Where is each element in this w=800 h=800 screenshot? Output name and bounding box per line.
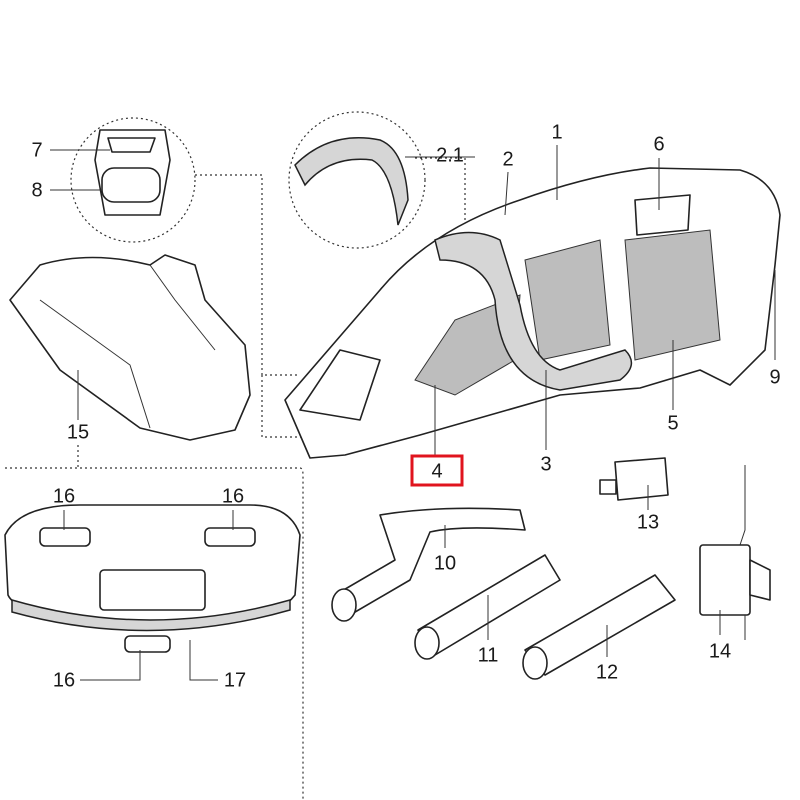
highlight-box [410, 454, 464, 487]
label-part-16: 16 [222, 485, 244, 507]
part-12-tube [522, 574, 676, 680]
label-part-2: 2 [502, 148, 513, 170]
label-part-15: 15 [67, 421, 89, 443]
part-15-nozzle [9, 254, 251, 441]
label-part-12: 12 [596, 661, 618, 683]
label-part-6: 6 [653, 133, 664, 155]
label-part-13: 13 [637, 511, 659, 533]
label-part-14: 14 [709, 640, 731, 662]
part-14-charger [699, 465, 771, 640]
label-part-16: 16 [53, 669, 75, 691]
vacuum-body [284, 167, 781, 459]
connector-lines [5, 157, 466, 800]
label-part-4: 4 [431, 460, 442, 482]
part-13-plug [599, 457, 669, 501]
label-part-1: 1 [551, 121, 562, 143]
label-part-9: 9 [769, 366, 780, 388]
label-part-3: 3 [540, 453, 551, 475]
part-17-base [4, 504, 301, 653]
part-10-tool [331, 507, 526, 622]
label-part-16: 16 [53, 485, 75, 507]
label-part-7: 7 [31, 139, 42, 161]
leader-lines [50, 145, 776, 681]
label-part-11: 11 [478, 644, 499, 666]
detail-circle-seal [288, 111, 426, 249]
label-part-10: 10 [434, 552, 456, 574]
detail-circle-clips [70, 117, 196, 243]
label-part-2-1: 2.1 [436, 144, 464, 166]
label-part-17: 17 [224, 669, 246, 691]
part-11-tube [414, 554, 561, 660]
label-part-5: 5 [667, 412, 678, 434]
label-part-8: 8 [31, 179, 42, 201]
